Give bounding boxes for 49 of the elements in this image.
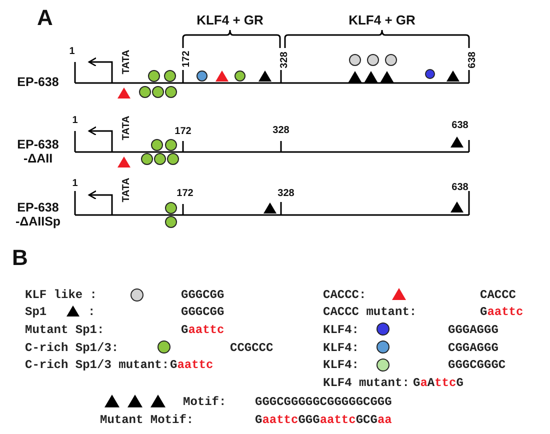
- legend-text: GGGCGGGC: [448, 359, 506, 371]
- legend-text: Gaattc: [181, 324, 224, 336]
- legend-text: GaattcGGGaattcGCGaa: [255, 414, 392, 426]
- position-label: 1: [69, 47, 75, 57]
- legend-text: Gaattc: [170, 359, 214, 371]
- position-label: 328: [272, 126, 290, 136]
- legend-text: :: [88, 306, 96, 318]
- legend-text: Mutant Motif:: [100, 414, 194, 426]
- legend-text: KLF4 mutant:: [323, 377, 410, 389]
- legend-text: Motif:: [183, 396, 226, 408]
- legend-text: GGGAGGG: [448, 324, 498, 336]
- panel-letter: B: [12, 247, 28, 269]
- position-label: 638: [452, 121, 468, 131]
- position-label: KLF4 + GR: [196, 14, 264, 26]
- position-label: 638: [468, 52, 478, 68]
- legend-text: GGGCGG: [181, 306, 224, 318]
- legend-text: Sp1: [25, 306, 47, 318]
- legend-text: CACCC:: [323, 289, 366, 301]
- position-label: TATA: [122, 116, 132, 140]
- construct-name: EP-638 -ΔAII: [16, 138, 60, 166]
- legend-text: GGGCGG: [181, 289, 224, 301]
- position-label: 172: [176, 189, 194, 199]
- legend-text: Gaattc: [480, 306, 524, 318]
- legend-text: C-rich Sp1/3 mutant:: [25, 359, 170, 371]
- legend-text: C-rich Sp1/3:: [25, 342, 119, 354]
- legend-text: KLF4:: [323, 342, 360, 354]
- position-label: 172: [174, 127, 192, 137]
- position-label: TATA: [122, 178, 132, 202]
- position-label: KLF4 + GR: [348, 14, 416, 26]
- legend-text: KLF4:: [323, 359, 360, 371]
- construct-name: EP-638: [16, 74, 60, 90]
- position-label: 328: [278, 189, 294, 199]
- panel-letter: A: [37, 7, 53, 29]
- position-label: 328: [280, 52, 290, 68]
- legend-text: Mutant Sp1:: [25, 324, 104, 336]
- legend-text: KLF4:: [323, 324, 360, 336]
- legend-text: CACCC mutant:: [323, 306, 417, 318]
- position-label: TATA: [122, 50, 132, 74]
- legend-text: KLF like :: [25, 289, 98, 301]
- legend-text: CGGAGGG: [448, 342, 498, 354]
- position-label: 1: [72, 116, 78, 126]
- position-label: 638: [452, 183, 468, 193]
- position-label: 172: [182, 50, 192, 68]
- legend-text: CCGCCC: [230, 342, 274, 354]
- legend-text: GGGCGGGGGCGGGGGCGGG: [255, 396, 392, 408]
- legend-text: GaAttcG: [413, 377, 464, 389]
- construct-name: EP-638 -ΔAIISp: [14, 200, 62, 230]
- legend-text: CACCC: [480, 289, 516, 301]
- position-label: 1: [72, 179, 78, 189]
